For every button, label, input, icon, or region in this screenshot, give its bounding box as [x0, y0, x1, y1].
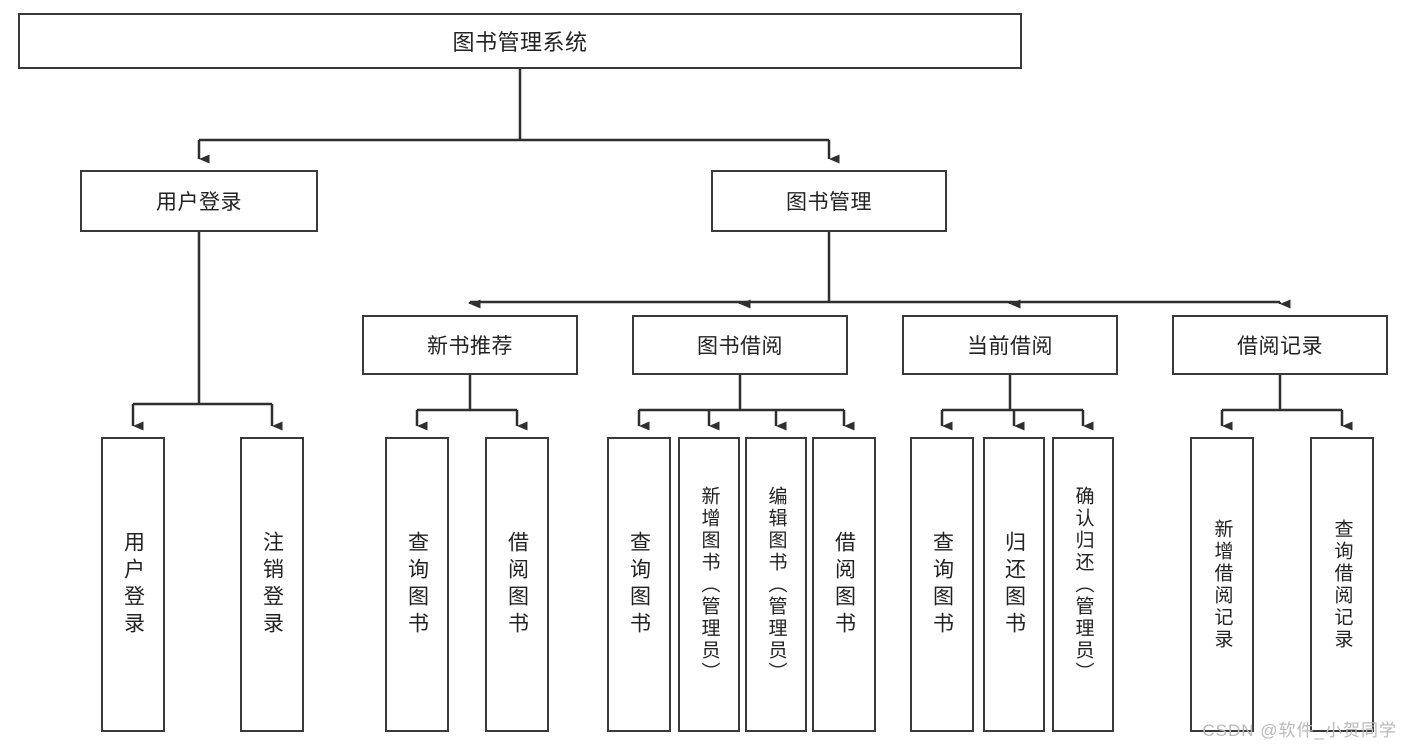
node-newbook[interactable]: 新书推荐: [362, 315, 578, 375]
node-leaf9[interactable]: 查询图书: [910, 437, 974, 732]
node-label: 用户登录: [121, 530, 145, 639]
node-leaf4[interactable]: 借阅图书: [485, 437, 549, 732]
node-label: 查询图书: [627, 530, 651, 639]
node-borrow[interactable]: 图书借阅: [632, 315, 848, 375]
node-label: 图书管理系统: [452, 30, 588, 55]
node-label: 查询图书: [405, 530, 429, 639]
node-label: 当前借阅: [967, 335, 1053, 358]
node-leaf12[interactable]: 新增借阅记录: [1190, 437, 1254, 732]
node-login[interactable]: 用户登录: [80, 170, 318, 232]
node-label: 借阅记录: [1237, 335, 1323, 358]
node-label: 新增借阅记录: [1211, 518, 1233, 651]
node-leaf3[interactable]: 查询图书: [385, 437, 449, 732]
node-label: 图书借阅: [697, 335, 783, 358]
node-leaf10[interactable]: 归还图书: [983, 437, 1045, 732]
node-label: 归还图书: [1002, 530, 1026, 639]
node-leaf2[interactable]: 注销登录: [240, 437, 304, 732]
node-leaf6[interactable]: 新增图书（管理员）: [678, 437, 740, 732]
node-label: 借阅图书: [832, 530, 856, 639]
node-records[interactable]: 借阅记录: [1172, 315, 1388, 375]
node-label: 借阅图书: [505, 530, 529, 639]
node-label: 查询借阅记录: [1331, 518, 1353, 651]
node-label: 确认归还（管理员）: [1072, 485, 1094, 684]
node-label: 用户登录: [156, 191, 242, 214]
node-label: 查询图书: [930, 530, 954, 639]
node-leaf7[interactable]: 编辑图书（管理员）: [745, 437, 807, 732]
node-current[interactable]: 当前借阅: [902, 315, 1118, 375]
node-label: 编辑图书（管理员）: [765, 485, 787, 684]
node-label: 新书推荐: [427, 335, 513, 358]
node-leaf11[interactable]: 确认归还（管理员）: [1052, 437, 1114, 732]
node-leaf5[interactable]: 查询图书: [607, 437, 671, 732]
watermark: CSDN @软件_小贺同学: [1202, 721, 1397, 740]
node-root[interactable]: 图书管理系统: [18, 13, 1022, 69]
node-label: 新增图书（管理员）: [698, 485, 720, 684]
node-leaf13[interactable]: 查询借阅记录: [1310, 437, 1374, 732]
node-label: 注销登录: [260, 530, 284, 639]
node-leaf8[interactable]: 借阅图书: [812, 437, 876, 732]
node-leaf1[interactable]: 用户登录: [101, 437, 165, 732]
node-label: 图书管理: [786, 191, 872, 214]
node-bookmgmt[interactable]: 图书管理: [711, 170, 947, 232]
